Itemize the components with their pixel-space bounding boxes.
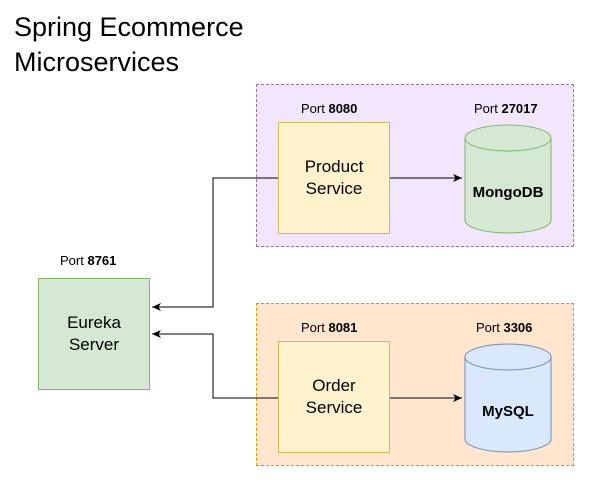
order-service-port: Port 8081	[301, 320, 358, 335]
eureka-port: Port 8761	[60, 253, 117, 268]
mysql-label: MySQL	[482, 403, 534, 420]
product-service-node[interactable]: Product Service	[278, 122, 390, 234]
mongodb-label: MongoDB	[472, 184, 544, 201]
order-service-node[interactable]: Order Service	[278, 341, 390, 453]
edge-product-to-eureka	[152, 177, 278, 311]
mongodb-port: Port 27017	[474, 101, 538, 116]
mongodb-cylinder[interactable]	[464, 124, 552, 234]
eureka-server-node[interactable]: Eureka Server	[38, 278, 150, 390]
product-service-port: Port 8080	[301, 101, 358, 116]
mysql-port: Port 3306	[476, 320, 533, 335]
diagram-title: Spring Ecommerce Microservices	[14, 12, 244, 77]
edge-order-to-eureka	[152, 330, 278, 399]
mysql-cylinder[interactable]	[464, 343, 552, 453]
